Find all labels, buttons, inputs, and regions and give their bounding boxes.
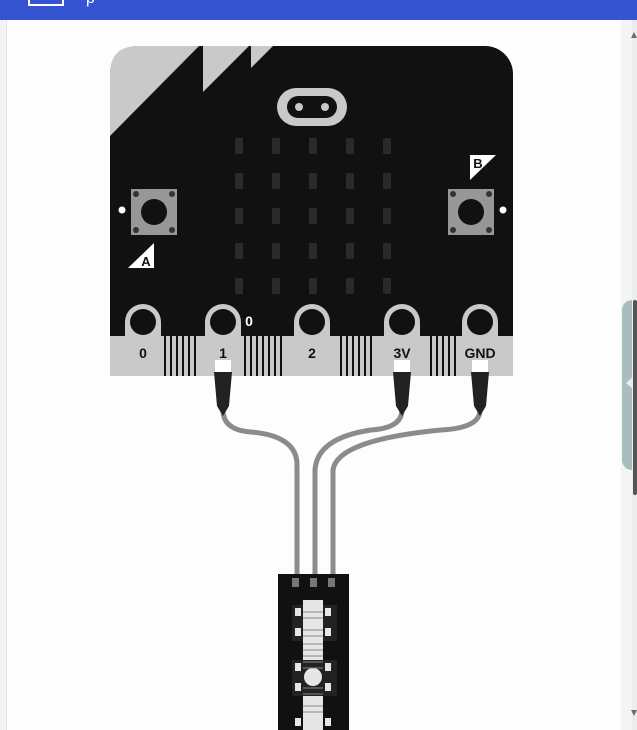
- header-title: p: [86, 0, 95, 7]
- pin-3v[interactable]: 3V: [384, 304, 420, 376]
- button-b[interactable]: [448, 189, 494, 235]
- led-strip-pixel: [292, 660, 337, 696]
- clip-pin-gnd: [471, 360, 489, 416]
- led-strip[interactable]: [278, 574, 349, 730]
- led-strip-ticks: [303, 611, 323, 713]
- microbit-board[interactable]: A B 0 1 0: [110, 46, 513, 376]
- led-strip-pixel: [295, 700, 331, 730]
- scrollbar-thumb[interactable]: [633, 300, 637, 495]
- corner-decoration: [251, 46, 273, 68]
- pin-gnd-label: GND: [464, 345, 495, 361]
- led-matrix: [235, 138, 391, 294]
- chevron-left-icon: [626, 377, 633, 389]
- wires: [220, 407, 483, 588]
- menu-icon[interactable]: [28, 0, 64, 6]
- pin-gnd[interactable]: GND: [462, 304, 498, 376]
- scroll-down-icon[interactable]: [631, 710, 637, 716]
- pin-1-value: 0: [245, 313, 253, 329]
- button-a-indicator: [118, 206, 126, 214]
- pin-1[interactable]: 1: [205, 304, 241, 376]
- pin-1-label: 1: [219, 345, 227, 361]
- clip-pin-3v: [393, 360, 411, 416]
- pin-2-label: 2: [308, 345, 316, 361]
- button-b-indicator: [499, 206, 507, 214]
- pin-0[interactable]: 0: [125, 304, 161, 376]
- button-b-label: B: [473, 156, 482, 171]
- button-a[interactable]: [131, 189, 177, 235]
- wire-pin-1: [220, 407, 300, 588]
- microbit-simulator[interactable]: A B 0 1 0: [7, 20, 621, 730]
- scroll-up-icon[interactable]: [631, 32, 637, 38]
- corner-decoration: [203, 46, 249, 92]
- pin-0-label: 0: [139, 345, 147, 361]
- wire-pin-gnd: [330, 407, 483, 588]
- edge-connector-teeth: [164, 336, 456, 376]
- button-a-label-triangle: [128, 243, 154, 268]
- pin-3v-label: 3V: [393, 345, 411, 361]
- microbit-logo-icon[interactable]: [277, 88, 347, 126]
- button-a-label: A: [141, 254, 151, 269]
- button-b-label-triangle: [470, 155, 496, 180]
- wire-pin-3v: [312, 407, 405, 588]
- top-bar: p: [0, 0, 637, 20]
- corner-decoration: [110, 46, 199, 136]
- pin-2[interactable]: 2: [294, 304, 330, 376]
- clip-pin-1: [214, 360, 232, 416]
- simulator-panel: A B 0 1 0: [6, 20, 621, 730]
